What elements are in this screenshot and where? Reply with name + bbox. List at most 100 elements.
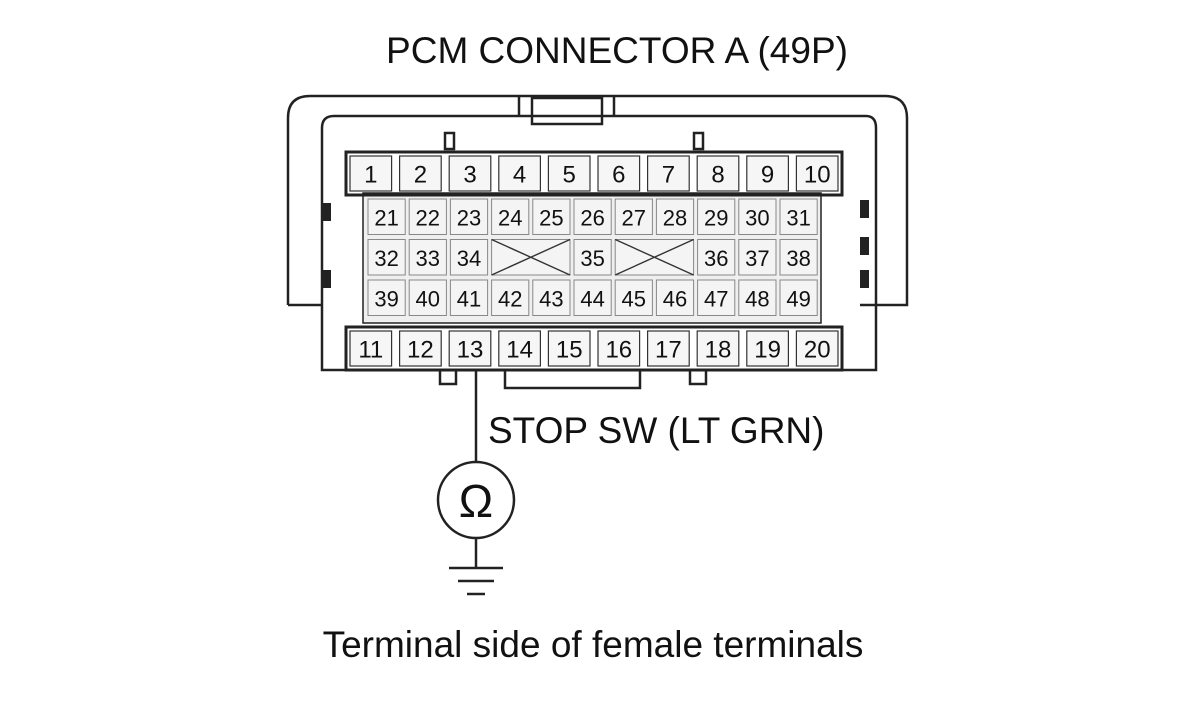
terminal-number: 21 <box>374 205 398 230</box>
terminal-cell <box>697 239 736 276</box>
terminal-cell <box>795 155 839 192</box>
terminal-cell <box>614 279 653 316</box>
terminal-cell <box>573 279 612 316</box>
terminal-cell <box>696 330 740 367</box>
terminal-cell <box>738 279 777 316</box>
terminal-cell <box>491 279 530 316</box>
terminal-cell <box>646 155 690 192</box>
terminal-cell <box>408 239 447 276</box>
terminal-cell <box>573 198 612 235</box>
connector-housing <box>286 94 909 307</box>
terminal-number: 49 <box>786 286 810 311</box>
terminal-number: 32 <box>374 246 398 271</box>
terminal-cell <box>746 330 789 367</box>
terminal-cell <box>746 155 789 192</box>
terminal-cell <box>448 330 492 367</box>
terminal-cell <box>349 155 393 192</box>
terminal-cell <box>399 330 442 367</box>
terminal-cell <box>408 279 447 316</box>
terminal-number: 1 <box>364 162 377 189</box>
terminal-number: 24 <box>498 205 522 230</box>
terminal-cell <box>795 330 839 367</box>
terminal-number: 47 <box>704 286 728 311</box>
terminal-cell <box>696 155 740 192</box>
terminal-cell <box>646 330 690 367</box>
terminal-number: 15 <box>556 337 583 364</box>
terminal-number: 40 <box>416 286 440 311</box>
terminal-number: 17 <box>655 337 682 364</box>
terminal-number: 18 <box>705 337 732 364</box>
terminal-cell <box>449 279 489 316</box>
terminal-cell <box>532 198 571 235</box>
terminal-cell <box>738 239 777 276</box>
terminal-number: 36 <box>704 246 728 271</box>
terminal-number: 35 <box>580 246 604 271</box>
terminal-number: 19 <box>754 337 781 364</box>
empty-cavity-x <box>614 238 694 276</box>
terminal-number: 48 <box>745 286 769 311</box>
terminal-cell <box>498 330 541 367</box>
terminal-number: 28 <box>663 205 687 230</box>
terminal-number: 45 <box>622 286 646 311</box>
terminal-cell <box>655 198 695 235</box>
terminal-row-bottom <box>344 325 844 372</box>
terminal-cell <box>491 198 530 235</box>
terminal-number: 22 <box>416 205 440 230</box>
terminal-cell <box>399 155 442 192</box>
terminal-cell <box>597 155 641 192</box>
terminal-cell <box>498 155 541 192</box>
terminal-cell <box>449 198 489 235</box>
terminal-number: 14 <box>506 337 533 364</box>
terminal-cell <box>367 279 406 316</box>
diagram-caption: Terminal side of female terminals <box>322 624 864 665</box>
terminal-cell <box>697 279 736 316</box>
terminal-cell <box>547 330 591 367</box>
terminal-number: 44 <box>580 286 604 311</box>
terminal-number: 30 <box>745 205 769 230</box>
connector-inner-shell <box>320 114 878 372</box>
terminal-cell <box>408 198 447 235</box>
terminal-number: 23 <box>457 205 481 230</box>
latch-tab <box>517 96 616 116</box>
terminal-number: 27 <box>622 205 646 230</box>
terminal-number: 16 <box>605 337 632 364</box>
terminal-number: 20 <box>804 337 831 364</box>
terminal-number: 13 <box>457 337 484 364</box>
terminal-cell <box>532 279 571 316</box>
terminal-cell <box>614 198 653 235</box>
terminal-cell <box>779 239 818 276</box>
terminal-number: 9 <box>761 162 774 189</box>
terminal-cell <box>547 155 591 192</box>
terminal-number: 2 <box>414 162 427 189</box>
terminal-number: 6 <box>612 162 625 189</box>
terminal-number: 10 <box>804 162 831 189</box>
terminal-cell <box>448 155 492 192</box>
terminal-number: 43 <box>539 286 563 311</box>
terminal-number: 42 <box>498 286 522 311</box>
terminal-number: 11 <box>358 337 383 364</box>
terminal-number: 31 <box>786 205 810 230</box>
terminal-cell <box>597 330 641 367</box>
terminal-cell <box>697 198 736 235</box>
terminal-number: 33 <box>416 246 440 271</box>
terminal-number: 41 <box>457 286 481 311</box>
terminal-cell <box>367 239 406 276</box>
terminal-number: 29 <box>704 205 728 230</box>
terminal-number: 8 <box>711 162 724 189</box>
terminal-cell <box>779 279 818 316</box>
terminal-cell <box>655 279 695 316</box>
terminal-number: 26 <box>580 205 604 230</box>
connector-title: PCM CONNECTOR A (49P) <box>386 30 848 71</box>
terminal-row-top <box>344 150 844 197</box>
terminal-number: 38 <box>786 246 810 271</box>
terminal-number: 7 <box>662 162 675 189</box>
empty-cavity-x <box>491 238 571 276</box>
terminal-number: 37 <box>745 246 769 271</box>
terminal-number: 3 <box>463 162 476 189</box>
terminal-cell <box>349 330 393 367</box>
terminal-cell <box>449 239 489 276</box>
terminal-number: 39 <box>374 286 398 311</box>
ohm-symbol: Ω <box>459 475 493 527</box>
